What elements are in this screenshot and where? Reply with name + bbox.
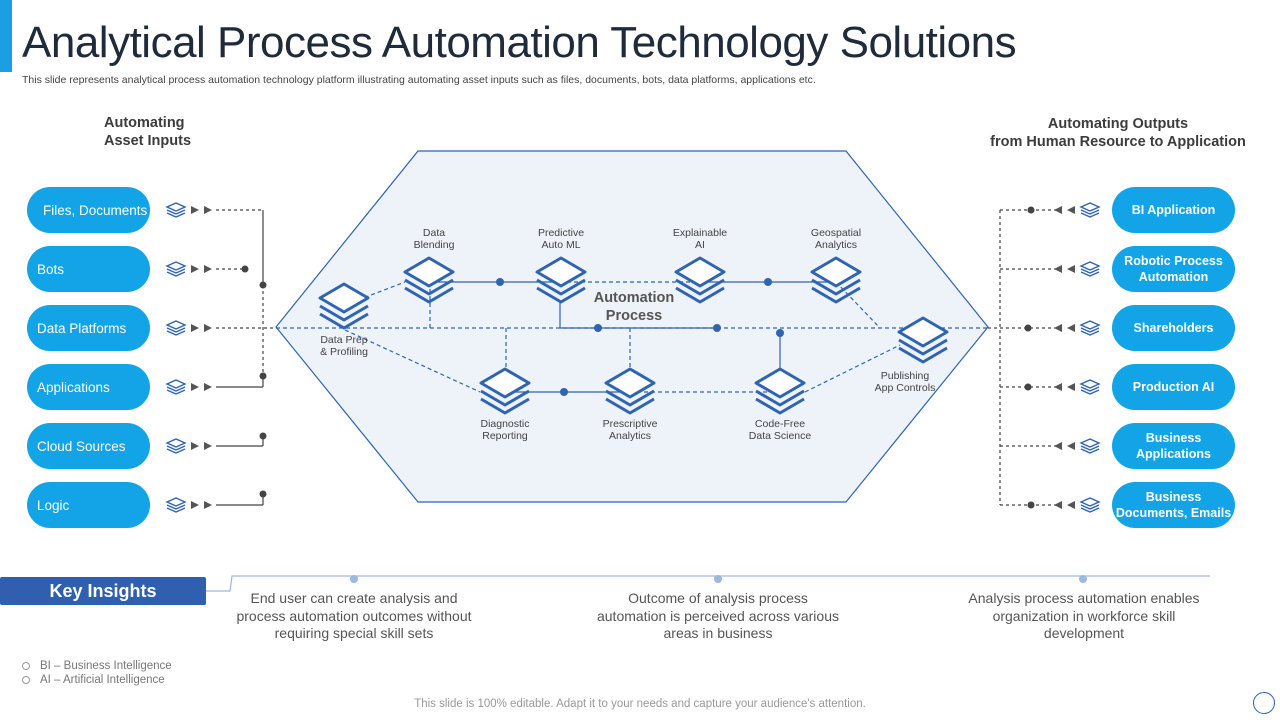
outputs-heading-line1: Automating Outputs [1047, 116, 1189, 132]
legend-item-ai-text: AI – Artificial Intelligence [40, 674, 165, 686]
input-pill-applications[interactable]: Applications [27, 364, 150, 410]
node-label-prescriptive: Prescriptive Analytics [602, 418, 658, 442]
output-pill-shareholders[interactable]: Shareholders [1112, 305, 1235, 351]
insight-text-3: Analysis process automation enables orga… [968, 590, 1200, 641]
node-label-diagnostic: Diagnostic Reporting [480, 418, 530, 442]
automation-process-label: Automation Process [593, 290, 675, 324]
output-pill-business-documents-emails[interactable]: Business Documents, Emails [1112, 482, 1235, 528]
output-connectors [988, 209, 1062, 506]
insight-text-1: End user can create analysis and process… [236, 590, 472, 641]
output-pill-business-applications[interactable]: Business Applications [1112, 423, 1235, 469]
legend-item-bi: BI – Business Intelligence [22, 660, 172, 672]
insight-text-2: Outcome of analysis process automation i… [596, 590, 839, 641]
node-label-data-blending: Data Blending [413, 227, 455, 251]
title-accent-bar [0, 0, 12, 72]
legend-item-bi-text: BI – Business Intelligence [40, 660, 172, 672]
page-title: Analytical Process Automation Technology… [22, 18, 1017, 67]
insights-timeline [206, 575, 1210, 592]
node-label-code-free: Code-Free Data Science [748, 418, 812, 442]
process-hexagon [275, 150, 989, 503]
inputs-heading: Automating Asset Inputs [104, 114, 191, 150]
node-label-publishing: Publishing App Controls [874, 370, 936, 394]
key-insights-button[interactable]: Key Insights [0, 577, 206, 605]
output-markers [1054, 202, 1100, 513]
footer-note: This slide is 100% editable. Adapt it to… [414, 698, 866, 710]
input-connectors [216, 209, 276, 506]
input-pill-logic[interactable]: Logic [27, 482, 150, 528]
legend-item-ai: AI – Artificial Intelligence [22, 674, 165, 686]
outputs-heading: Automating Outputs from Human Resource t… [990, 115, 1246, 151]
output-pill-bi-application[interactable]: BI Application [1112, 187, 1235, 233]
input-pill-files-documents[interactable]: Files, Documents [27, 187, 150, 233]
output-connector-dots [1024, 206, 1035, 509]
output-pill-production-ai[interactable]: Production AI [1112, 364, 1235, 410]
outputs-heading-line2: from Human Resource to Application [990, 134, 1246, 150]
page-subtitle: This slide represents analytical process… [22, 74, 816, 86]
input-pill-data-platforms[interactable]: Data Platforms [27, 305, 150, 351]
legend-bullet-icon [22, 675, 30, 684]
page-indicator-icon [1253, 692, 1275, 714]
node-label-explainable-ai: Explainable AI [672, 227, 728, 251]
node-label-data-prep: Data Prep & Profiling [320, 334, 368, 358]
input-markers [166, 202, 212, 513]
output-pill-robotic-process-automation[interactable]: Robotic Process Automation [1112, 246, 1235, 292]
inputs-heading-line1: Automating [104, 115, 185, 131]
input-pill-cloud-sources[interactable]: Cloud Sources [27, 423, 150, 469]
input-connector-dots [241, 265, 267, 498]
process-connector-dots [496, 278, 784, 396]
node-label-predictive-auto-ml: Predictive Auto ML [537, 227, 585, 251]
node-label-geospatial: Geospatial Analytics [810, 227, 862, 251]
legend-bullet-icon [22, 661, 30, 670]
inputs-heading-line2: Asset Inputs [104, 133, 192, 149]
input-pill-bots[interactable]: Bots [27, 246, 150, 292]
